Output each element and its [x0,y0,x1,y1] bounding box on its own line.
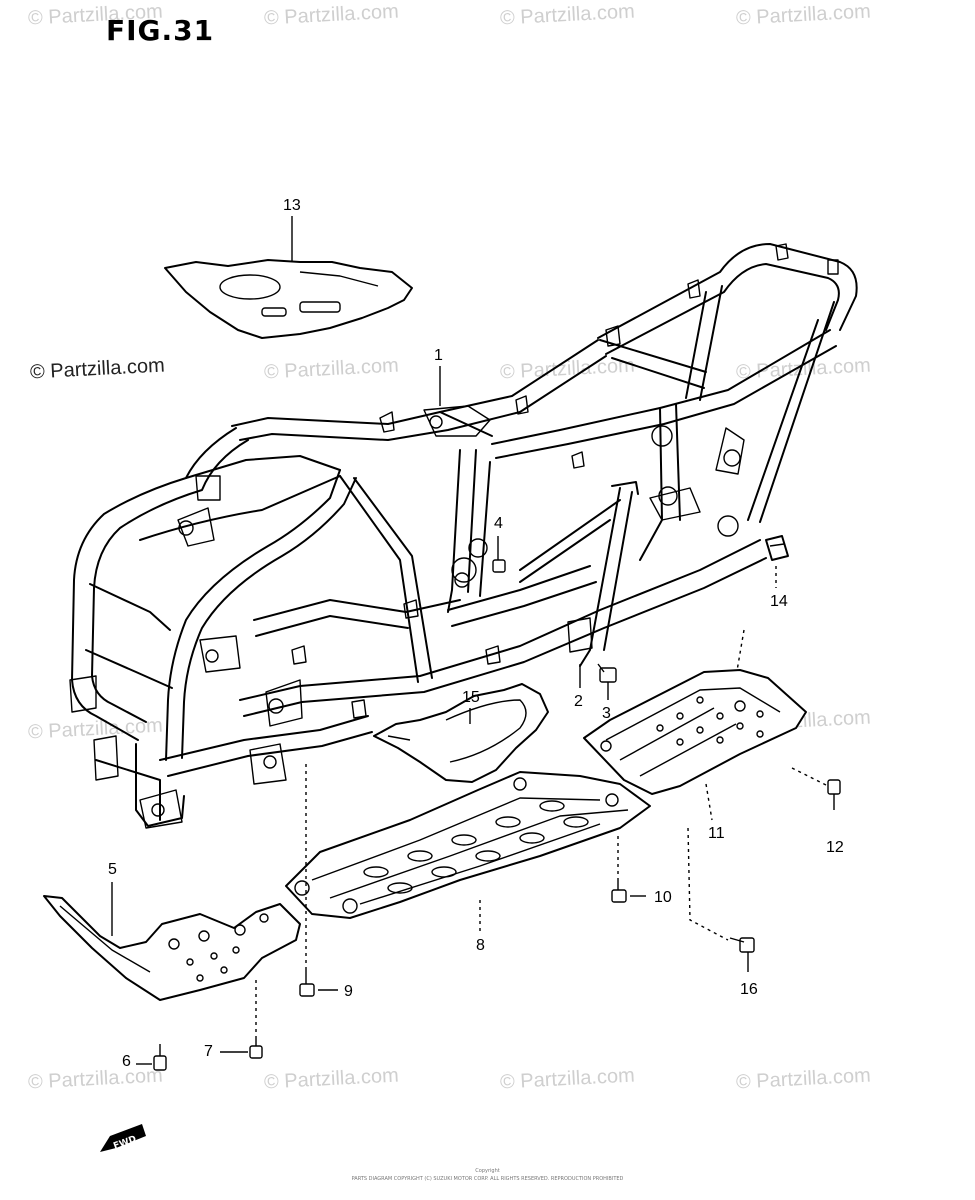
callout-12: 12 [826,839,844,856]
callout-6: 6 [122,1053,131,1070]
part-13-frame-cover [164,259,413,339]
forward-arrow-icon: FWD [100,1124,146,1152]
callout-11: 11 [708,825,725,842]
part-4-bolt [492,536,506,573]
part-11-skid-plate [583,669,807,795]
callout-4: 4 [494,515,503,532]
leader-line-11-upper [731,629,745,701]
part-3-bolt [597,663,617,700]
callout-5: 5 [108,861,117,878]
callout-13: 13 [283,197,301,214]
callout-7: 7 [204,1043,213,1060]
part-9-bolt [299,970,338,997]
callout-9: 9 [344,983,353,1000]
part-7-bolt [220,1036,263,1059]
callout-16: 16 [740,981,758,998]
callout-3: 3 [602,705,611,722]
part-1-frame-assembly [69,243,858,829]
part-8-skid-plate [285,771,651,919]
part-14-cushion [765,535,789,561]
callout-10: 10 [654,889,672,906]
part-10-bolt [611,836,646,903]
callout-14: 14 [770,593,788,610]
footer-copyright: Copyright [475,1168,500,1174]
callout-2: 2 [574,693,583,710]
figure-title: FIG.31 [106,14,215,47]
part-15-guard [373,683,549,783]
leader-line-11 [705,783,713,821]
callout-1: 1 [434,347,443,364]
footer-notice: PARTS DIAGRAM COPYRIGHT (C) SUZUKI MOTOR… [351,1176,624,1182]
part-12-bolt [791,767,841,810]
part-5-front-plate [43,895,301,1001]
callout-8: 8 [476,937,485,954]
part-6-bolt [136,1044,167,1071]
callout-15: 15 [462,689,480,706]
part-16-bolt [687,827,755,972]
